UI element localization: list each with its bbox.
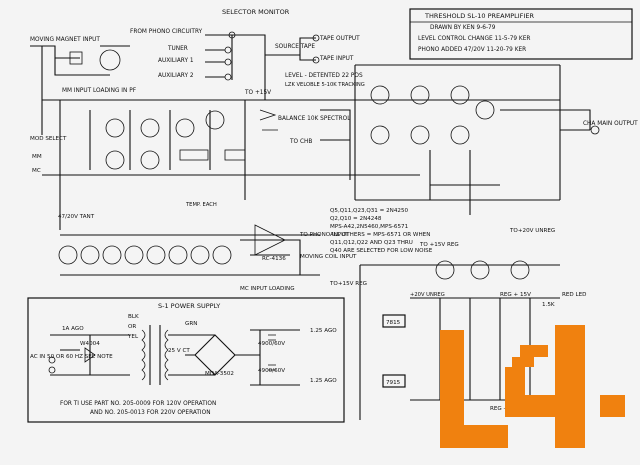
out-fuse-1-label: 1.25 AGO — [310, 328, 337, 334]
out-fuse-2-label: 1.25 AGO — [310, 378, 337, 384]
tape-output-label: TAPE OUTPUT — [319, 36, 360, 42]
to-15v-reg-2-label: TO +15V REG — [419, 242, 459, 248]
level-label: LEVEL - DETENTED 22 POS — [285, 73, 363, 79]
title-line-3: LEVEL CONTROL CHANGE 11-5-79 KER — [418, 36, 530, 42]
mod-select-label: MOD SELECT — [30, 136, 67, 142]
to-chb-label: TO CHB — [289, 139, 312, 145]
rc4136-label: RC-4136 — [262, 256, 286, 262]
mc-label: MC — [32, 168, 41, 174]
component-notes: Q5,Q11,Q23,Q31 = 2N4250 Q2,Q10 = 2N4248 … — [330, 208, 433, 254]
reg-plus-label: REG + 15V — [500, 292, 531, 298]
reg-minus-label: REG - 15V — [490, 406, 518, 412]
ic-7915 — [382, 374, 406, 388]
to-phono-input-label: TO PHONO INPUT — [299, 232, 349, 238]
l4-watermark — [440, 325, 625, 448]
bridge-label: MDA-3502 — [205, 371, 234, 377]
note-4: ALL OTHERS = MPS-6571 OR WHEN — [330, 232, 430, 238]
input-select-labels: MOD SELECT MM MC 47/20V TANT — [30, 136, 95, 220]
aux1-label: AUXILIARY 1 — [158, 58, 194, 64]
selector-section: SELECTOR MONITOR FROM PHONO CIRCUITRY TU… — [30, 8, 638, 145]
power-supply-section: S-1 POWER SUPPLY 1A AGO AC IN 50 OR 60 H… — [27, 297, 345, 423]
mc-input-loading-label: MC INPUT LOADING — [240, 286, 295, 292]
level-tracking-label: LZK VELOBLE 5-10K TRACKING — [285, 82, 365, 88]
tape-input-label: TAPE INPUT — [319, 56, 354, 62]
to-15v-label: TO +15V — [244, 90, 271, 96]
yel-label: YEL — [127, 334, 139, 340]
ps-note-1: FOR TI USE PART NO. 205-0009 FOR 120V OP… — [60, 401, 216, 407]
aux2-label: AUXILIARY 2 — [158, 73, 194, 79]
note-2: Q2,Q10 = 2N4248 — [330, 216, 382, 222]
ic-7815-label: 7815 — [386, 320, 401, 326]
note-3: MPS-A42,2N5460,MPS-6571 — [330, 224, 409, 230]
note-5: Q11,Q12,Q22 AND Q23 THRU — [330, 240, 413, 246]
note-6: Q40 ARE SELECTED FOR LOW NOISE — [330, 248, 433, 254]
blk-label: BLK — [128, 314, 139, 320]
power-supply-title: S-1 POWER SUPPLY — [158, 302, 220, 310]
to-20v-unreg-label: TO+20V UNREG — [509, 228, 555, 234]
title-line-1: THRESHOLD SL-10 PREAMPLIFIER — [424, 12, 534, 20]
tuner-label: TUNER — [167, 46, 188, 52]
moving-magnet-label: MOVING MAGNET INPUT — [30, 37, 100, 43]
regulator-section: 7815 7915 REG + 15V REG - 15V RED LED 1.… — [359, 242, 586, 420]
to-15v-reg-label: TO+15V REG — [329, 281, 367, 287]
note-1: Q5,Q11,Q23,Q31 = 2N4250 — [330, 208, 409, 214]
moving-coil-input-label: MOVING COIL INPUT — [300, 254, 357, 260]
phono-stage: TEMP. EACH — [42, 99, 420, 230]
temp-each-label: TEMP. EACH — [185, 202, 217, 208]
from-phono-label: FROM PHONO CIRCUITRY — [130, 29, 203, 35]
output-stage — [354, 64, 600, 215]
cap1-label: 4900/60V — [258, 341, 285, 347]
mc-transistor-array: RC-4136 MC INPUT LOADING MOVING COIL INP… — [58, 224, 555, 292]
or-label: OR — [128, 324, 136, 330]
ic-7815 — [382, 314, 406, 328]
title-line-2: DRAWN BY KEN 9-6-79 — [430, 25, 496, 31]
ps-note-2: AND NO. 205-0013 FOR 220V OPERATION — [90, 410, 211, 416]
grn-label: GRN — [185, 321, 197, 327]
source-tape-label: SOURCE TAPE — [275, 44, 315, 50]
tant-label: 47/20V TANT — [58, 214, 95, 220]
title-block: THRESHOLD SL-10 PREAMPLIFIER DRAWN BY KE… — [409, 8, 633, 60]
fuse-label: 1A AGO — [62, 326, 84, 332]
mm-label: MM — [32, 154, 42, 160]
cha-main-output-label: CHA MAIN OUTPUT — [583, 121, 638, 127]
selector-monitor-label: SELECTOR MONITOR — [222, 8, 290, 16]
ic-7915-label: 7915 — [386, 380, 401, 386]
plus20-label: +20V UNREG — [410, 292, 445, 298]
red-led-label: RED LED — [562, 292, 586, 298]
title-line-4: PHONO ADDED 47/20V 11-20-79 KER — [418, 47, 526, 53]
ac-in-label: AC IN 50 OR 60 HZ SEE NOTE — [30, 354, 113, 360]
secondary-label: 25 V CT — [168, 348, 190, 354]
r15k-label: 1.5K — [542, 302, 555, 308]
balance-label: BALANCE 10K SPECTROL — [278, 116, 351, 122]
power-supply-box — [27, 297, 345, 423]
mm-loading-label: MM INPUT LOADING IN PF — [62, 88, 136, 94]
cap2-label: 4900/60V — [258, 368, 285, 374]
